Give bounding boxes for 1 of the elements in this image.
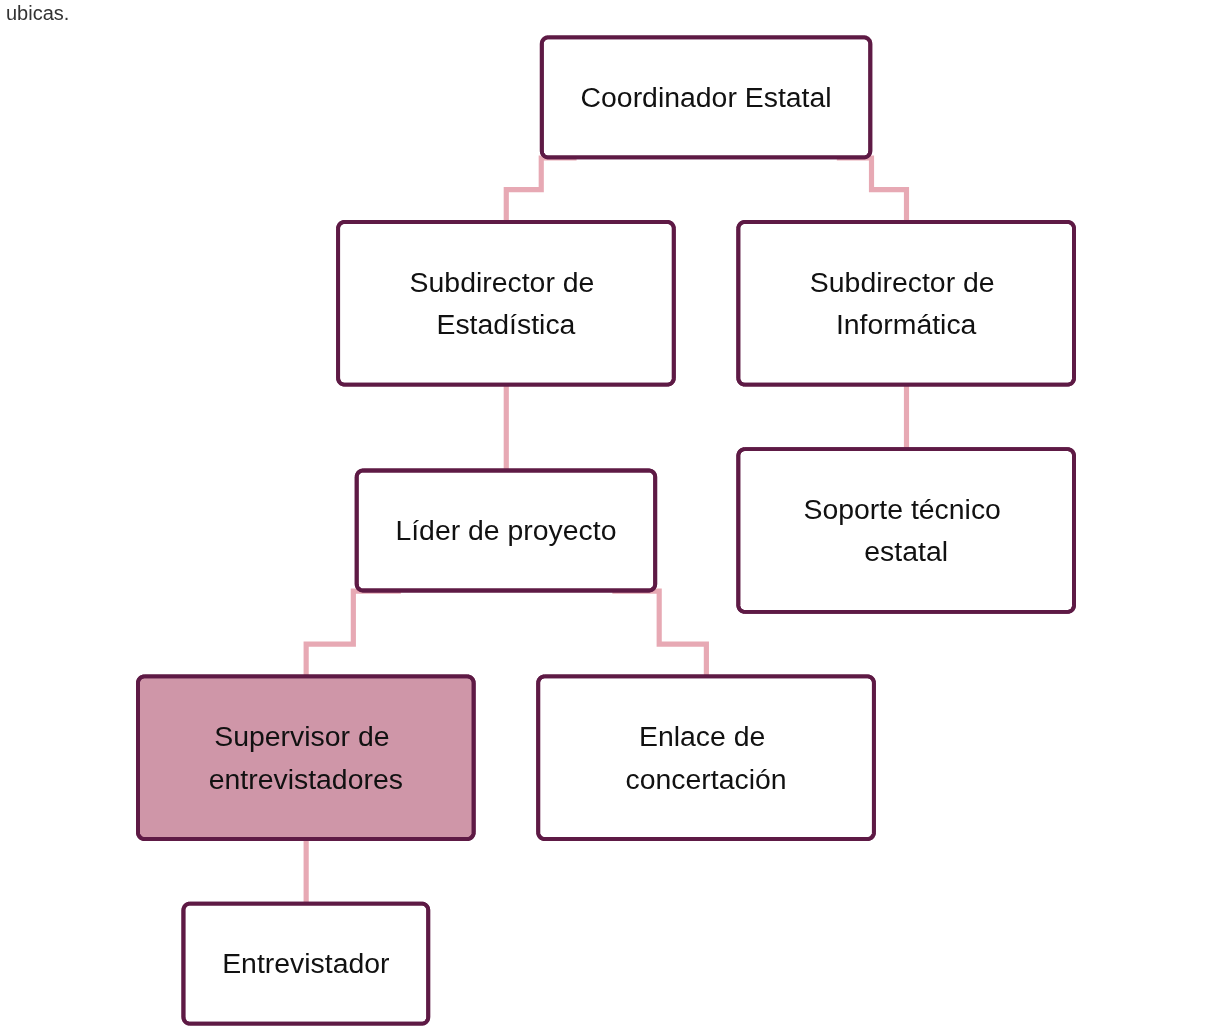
note-text: ubicas. (6, 2, 70, 25)
